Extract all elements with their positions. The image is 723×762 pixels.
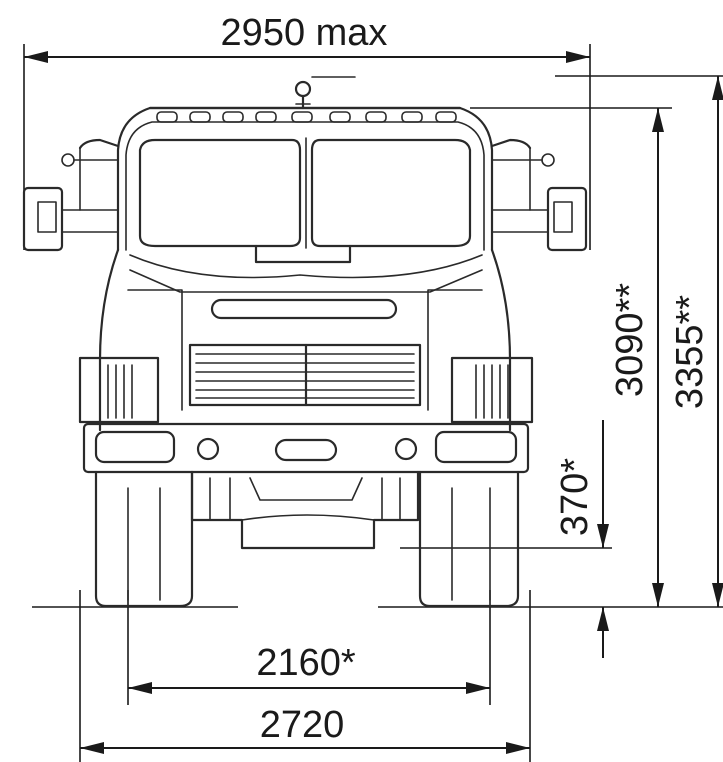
wiper-cowl: [254, 244, 352, 264]
overall-width-label: 2950 max: [221, 12, 388, 54]
tire-width-label: 2720: [260, 704, 345, 746]
roof-beacon: [294, 76, 356, 110]
cab-outline: [116, 106, 494, 252]
lower-chassis: [190, 470, 420, 550]
right-headlight-housing: [450, 356, 534, 424]
grille: [188, 343, 422, 407]
dimension-ground-clearance: 370*: [400, 420, 612, 658]
dimension-height-3355: 3355**: [555, 75, 723, 607]
height-3355-label: 3355**: [669, 295, 711, 409]
dimension-height-3090: 3090**: [470, 107, 672, 607]
dimension-track-width: 2160*: [127, 590, 491, 705]
height-3090-label: 3090**: [609, 283, 651, 397]
left-mirror: [22, 138, 120, 252]
hood-slot: [210, 298, 398, 320]
hood: [98, 248, 120, 432]
windshield: [138, 137, 472, 249]
front-bumper: [82, 422, 530, 474]
dimension-overall-width: 2950 max: [23, 12, 591, 250]
ground-clearance-label: 370*: [554, 458, 596, 536]
roof-light-bar: [148, 106, 462, 123]
right-mirror: [490, 138, 588, 252]
right-tire: [418, 470, 520, 608]
truck-front: [22, 76, 588, 608]
left-tire: [94, 470, 194, 608]
track-width-label: 2160*: [256, 642, 356, 684]
dimension-tire-width: 2720: [79, 590, 531, 762]
left-headlight-housing: [78, 356, 160, 424]
